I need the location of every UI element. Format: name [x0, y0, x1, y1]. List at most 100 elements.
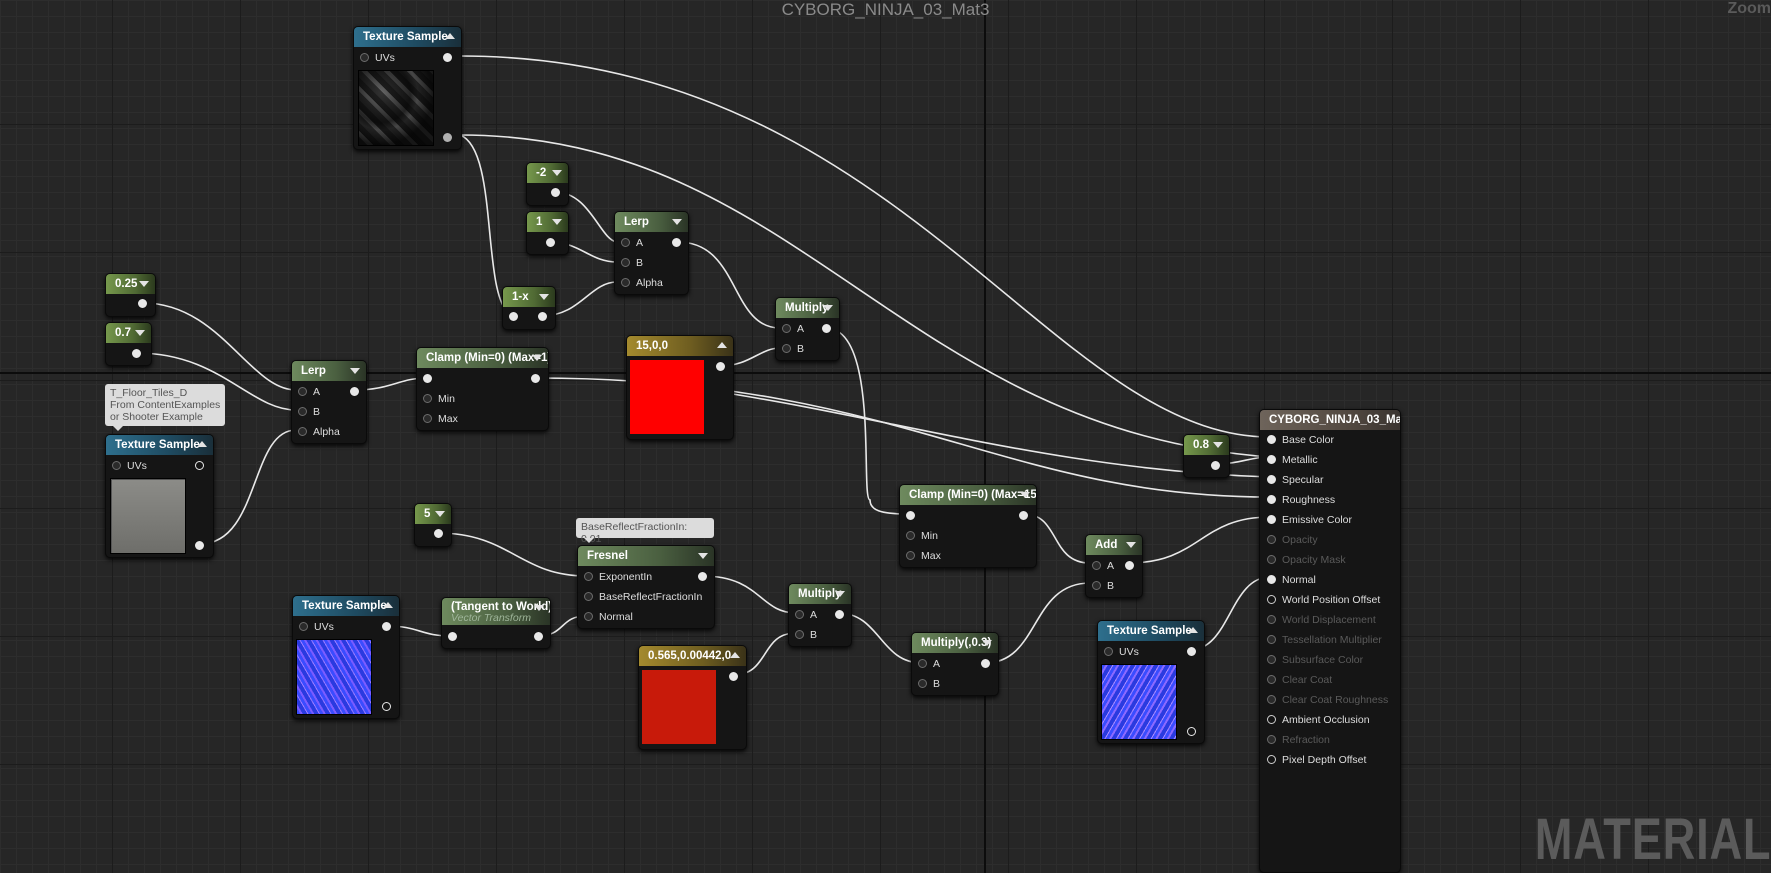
- min-input-pin[interactable]: [906, 531, 915, 540]
- collapse-icon[interactable]: [532, 355, 542, 361]
- output-pin[interactable]: [981, 659, 990, 668]
- collapse-icon[interactable]: [1213, 442, 1223, 448]
- material-input-pin[interactable]: [1267, 435, 1276, 444]
- node-header[interactable]: Texture Sample: [293, 596, 399, 616]
- collapse-icon[interactable]: [982, 640, 992, 646]
- b-input-pin[interactable]: [795, 630, 804, 639]
- material-input-pin[interactable]: [1267, 675, 1276, 684]
- material-input-pin[interactable]: [1267, 755, 1276, 764]
- uvs-input-pin[interactable]: [1104, 647, 1113, 656]
- material-input-pin[interactable]: [1267, 595, 1276, 604]
- node-header[interactable]: -2: [527, 163, 568, 183]
- a-input-pin[interactable]: [782, 324, 791, 333]
- output-pin[interactable]: [132, 349, 141, 358]
- node-header[interactable]: Lerp: [615, 212, 688, 232]
- blue-output-pin[interactable]: [195, 521, 204, 530]
- collapse-icon[interactable]: [672, 219, 682, 225]
- node-header[interactable]: Texture Sample: [106, 435, 213, 455]
- collapse-icon[interactable]: [717, 342, 727, 348]
- output-pin[interactable]: [822, 324, 831, 333]
- b-input-pin[interactable]: [782, 344, 791, 353]
- output-pin[interactable]: [551, 188, 560, 197]
- output-pin[interactable]: [546, 238, 555, 247]
- constant-node-07[interactable]: 0.7: [105, 322, 152, 366]
- input-pin[interactable]: [448, 632, 457, 641]
- material-input-pin[interactable]: [1267, 715, 1276, 724]
- fresnel-node[interactable]: Fresnel ExponentIn BaseReflectFractionIn…: [577, 545, 715, 629]
- node-header[interactable]: 15,0,0: [627, 336, 733, 356]
- red-output-pin[interactable]: [382, 642, 391, 651]
- collapse-icon[interactable]: [698, 553, 708, 559]
- material-input-pin[interactable]: [1267, 575, 1276, 584]
- node-header[interactable]: 0.7: [106, 323, 151, 343]
- node-header[interactable]: 0.8: [1184, 435, 1229, 455]
- collapse-icon[interactable]: [1188, 627, 1198, 633]
- collapse-icon[interactable]: [383, 602, 393, 608]
- alpha-input-pin[interactable]: [621, 278, 630, 287]
- collapse-icon[interactable]: [435, 511, 445, 517]
- node-header[interactable]: 0.565,0.00442,0: [639, 646, 746, 666]
- node-header[interactable]: (Tangent to World)Vector Transform: [442, 598, 550, 625]
- green-output-pin[interactable]: [382, 662, 391, 671]
- b-input-pin[interactable]: [918, 679, 927, 688]
- collapse-icon[interactable]: [1126, 542, 1136, 548]
- output-pin[interactable]: [1211, 461, 1220, 470]
- constant-node-025[interactable]: 0.25: [105, 273, 156, 317]
- output-pin[interactable]: [538, 312, 547, 321]
- material-input-pin[interactable]: [1267, 555, 1276, 564]
- material-input-pin[interactable]: [1267, 655, 1276, 664]
- constant-node-5[interactable]: 5: [414, 503, 452, 547]
- blue-output-pin[interactable]: [443, 113, 452, 122]
- output-pin[interactable]: [698, 572, 707, 581]
- value-input-pin[interactable]: [423, 374, 432, 383]
- max-input-pin[interactable]: [423, 414, 432, 423]
- value-input-pin[interactable]: [906, 511, 915, 520]
- node-header[interactable]: Multiply(,0.3): [912, 633, 998, 653]
- node-header[interactable]: Multiply: [789, 584, 851, 604]
- vector-constant-node-dark-red[interactable]: 0.565,0.00442,0: [638, 645, 747, 750]
- collapse-icon[interactable]: [552, 170, 562, 176]
- collapse-icon[interactable]: [552, 219, 562, 225]
- collapse-icon[interactable]: [445, 33, 455, 39]
- alpha-output-pin[interactable]: [443, 133, 452, 142]
- collapse-icon[interactable]: [1020, 492, 1030, 498]
- one-minus-node[interactable]: 1-x: [502, 286, 556, 330]
- collapse-icon[interactable]: [730, 652, 740, 658]
- a-input-pin[interactable]: [795, 610, 804, 619]
- alpha-input-pin[interactable]: [298, 427, 307, 436]
- rgb-output-pin[interactable]: [195, 461, 204, 470]
- a-input-pin[interactable]: [621, 238, 630, 247]
- min-input-pin[interactable]: [423, 394, 432, 403]
- red-output-pin[interactable]: [443, 73, 452, 82]
- output-pin[interactable]: [531, 374, 540, 383]
- alpha-output-pin[interactable]: [1187, 727, 1196, 736]
- output-pin[interactable]: [434, 529, 443, 538]
- material-input-pin[interactable]: [1267, 475, 1276, 484]
- red-output-pin[interactable]: [1187, 667, 1196, 676]
- a-input-pin[interactable]: [918, 659, 927, 668]
- multiply-node-bottom[interactable]: Multiply A B: [788, 583, 852, 647]
- collapse-icon[interactable]: [534, 605, 544, 611]
- node-header[interactable]: Clamp (Min=0) (Max=15): [900, 485, 1036, 505]
- material-input-pin[interactable]: [1267, 535, 1276, 544]
- constant-node-1[interactable]: 1: [526, 211, 569, 255]
- lerp-node-mid[interactable]: Lerp A B Alpha: [291, 360, 367, 444]
- output-pin[interactable]: [350, 387, 359, 396]
- rgb-output-pin[interactable]: [1187, 647, 1196, 656]
- vector-transform-node[interactable]: (Tangent to World)Vector Transform: [441, 597, 551, 649]
- node-header[interactable]: CYBORG_NINJA_03_Mat3: [1260, 410, 1400, 430]
- clamp-node-0-15[interactable]: Clamp (Min=0) (Max=15) Min Max: [899, 484, 1037, 568]
- a-input-pin[interactable]: [1092, 561, 1101, 570]
- collapse-icon[interactable]: [539, 294, 549, 300]
- exponent-input-pin[interactable]: [584, 572, 593, 581]
- rgb-output-pin[interactable]: [443, 53, 452, 62]
- node-header[interactable]: Add: [1086, 535, 1142, 555]
- node-header[interactable]: 0.25: [106, 274, 155, 294]
- alpha-output-pin[interactable]: [382, 702, 391, 711]
- uvs-input-pin[interactable]: [360, 53, 369, 62]
- output-pin[interactable]: [672, 238, 681, 247]
- texture-sample-node-floor[interactable]: Texture Sample UVs: [105, 434, 214, 558]
- uvs-input-pin[interactable]: [112, 461, 121, 470]
- red-output-pin[interactable]: [195, 481, 204, 490]
